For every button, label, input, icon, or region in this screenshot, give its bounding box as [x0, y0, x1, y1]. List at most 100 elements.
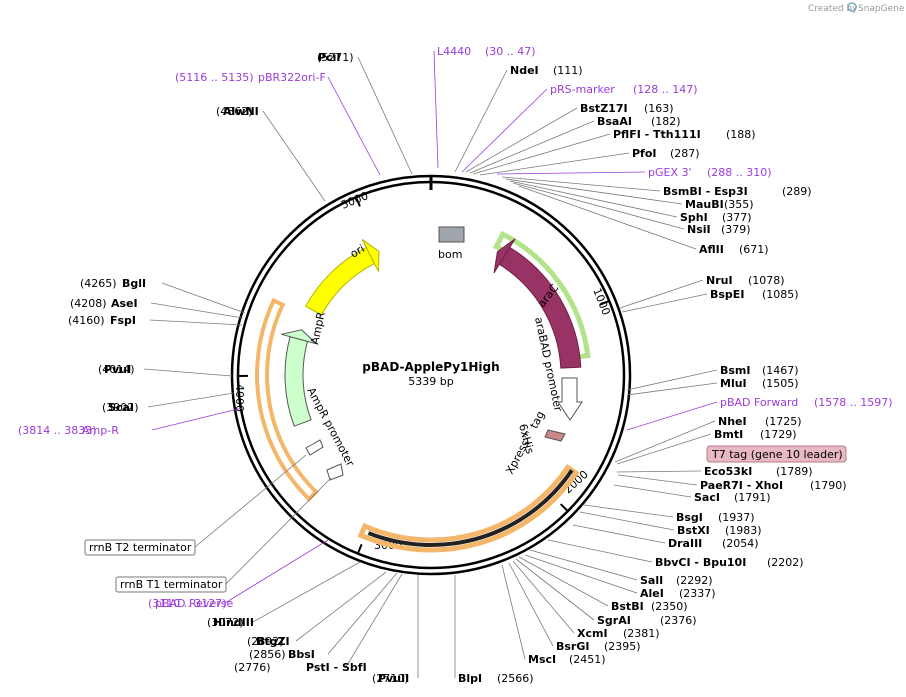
- arabad-promoter-arrow[interactable]: [557, 377, 583, 421]
- enzyme-bgli[interactable]: BglI: [122, 277, 146, 290]
- tick-mark-5000: [355, 196, 361, 207]
- enzyme-pfoi[interactable]: PfoI: [632, 147, 657, 160]
- feature-label-ori: ori: [348, 242, 367, 260]
- boxed-label-rrnb-t2[interactable]: rrnB T2 terminator: [84, 539, 196, 556]
- site-position-label: (2856): [249, 648, 286, 661]
- primer-amp-r[interactable]: Amp-R: [82, 424, 119, 437]
- enzyme-hindiii[interactable]: HindIII: [213, 616, 254, 629]
- leader-fspi: [149, 319, 243, 326]
- enzyme-eco53ki[interactable]: Eco53kI: [704, 465, 752, 478]
- enzyme-asei[interactable]: AseI: [111, 297, 138, 310]
- ampr-promoter-arrow[interactable]: [305, 439, 324, 456]
- enzyme-paer7i-xhoi[interactable]: PaeR7I - XhoI: [700, 479, 783, 492]
- enzyme-psti-sbfi[interactable]: PstI - SbfI: [306, 661, 367, 674]
- site-position-label: (4208): [70, 297, 107, 310]
- bom-box[interactable]: [438, 226, 465, 243]
- primer-pgex-3-[interactable]: pGEX 3': [648, 166, 692, 179]
- tick-mark-2000: [560, 503, 569, 512]
- leader-btgzi: [295, 571, 387, 642]
- enzyme-scai[interactable]: ScaI: [108, 401, 134, 414]
- enzyme-xcmi[interactable]: XcmI: [577, 627, 608, 640]
- enzyme-pcii[interactable]: PciI: [318, 51, 340, 64]
- site-position-label: (287): [670, 147, 700, 160]
- enzyme-bsmi[interactable]: BsmI: [720, 364, 751, 377]
- site-position-label: (1085): [762, 288, 799, 301]
- primer-prs-marker[interactable]: pRS-marker: [550, 83, 615, 96]
- leader-bgli: [161, 282, 246, 314]
- enzyme-saci[interactable]: SacI: [694, 491, 720, 504]
- tick-label-1000: 1000: [590, 286, 613, 317]
- enzyme-ndei[interactable]: NdeI: [510, 64, 539, 77]
- enzyme-bsgi[interactable]: BsgI: [676, 511, 703, 524]
- enzyme-draiii[interactable]: DraIII: [668, 537, 702, 550]
- leader-paer7i-xhoi: [617, 474, 698, 486]
- leader-msci: [501, 564, 526, 660]
- site-position-label: (1578 .. 1597): [814, 396, 893, 409]
- leader-alwni: [262, 110, 326, 202]
- site-position-label: (4160): [68, 314, 105, 327]
- enzyme-pvui[interactable]: PvuI: [104, 363, 131, 376]
- site-position-label: (182): [651, 115, 681, 128]
- enzyme-maubi[interactable]: MauBI: [685, 198, 724, 211]
- site-position-label: (671): [739, 243, 769, 256]
- leader-bsrgi: [508, 562, 554, 647]
- leader-sphi: [509, 180, 678, 218]
- enzyme-msci[interactable]: MscI: [528, 653, 556, 666]
- enzyme-btgzi[interactable]: BtgZI: [256, 635, 290, 648]
- site-position-label: (30 .. 47): [485, 45, 536, 58]
- leader-mlui: [626, 382, 718, 396]
- site-position-label: (2776): [234, 661, 271, 674]
- enzyme-bspei[interactable]: BspEI: [710, 288, 744, 301]
- created-by-text: Created by: [808, 4, 858, 14]
- enzyme-nhei[interactable]: NheI: [718, 415, 747, 428]
- enzyme-sali[interactable]: SalI: [640, 574, 663, 587]
- enzyme-sphi[interactable]: SphI: [680, 211, 708, 224]
- leader-alei: [524, 554, 638, 594]
- xpress-orange-arrow[interactable]: [367, 469, 574, 547]
- boxed-label-t7-tag[interactable]: T7 tag (gene 10 leader): [706, 445, 847, 463]
- rrnb-t1-marker[interactable]: [326, 463, 344, 481]
- svg-text:T7 tag (gene 10 leader): T7 tag (gene 10 leader): [711, 448, 843, 461]
- enzyme-sgrai[interactable]: SgrAI: [597, 614, 631, 627]
- primer-pbad-forward[interactable]: pBAD Forward: [720, 396, 798, 409]
- site-position-label: (3902): [102, 401, 139, 414]
- ampr-arrow[interactable]: [284, 336, 312, 427]
- enzyme-bsrgi[interactable]: BsrGI: [556, 640, 589, 653]
- site-position-label: (379): [721, 223, 751, 236]
- enzyme-alwni[interactable]: AlwNI: [223, 105, 259, 118]
- enzyme-alei[interactable]: AleI: [640, 587, 664, 600]
- ori-arrow[interactable]: [304, 246, 376, 316]
- leader-nrui: [619, 279, 704, 309]
- primer-l4440[interactable]: L4440: [437, 45, 471, 58]
- site-position-label: (188): [726, 128, 756, 141]
- leader-scai: [147, 392, 235, 408]
- enzyme-pflfi-tth111i[interactable]: PflFI - Tth111I: [613, 128, 701, 141]
- enzyme-bsaai[interactable]: BsaAI: [597, 115, 632, 128]
- enzyme-nrui[interactable]: NruI: [706, 274, 733, 287]
- enzyme-bbvci-bpu10i[interactable]: BbvCI - Bpu10I: [655, 556, 746, 569]
- svg-text:rrnB T2 terminator: rrnB T2 terminator: [89, 541, 192, 554]
- enzyme-bmti[interactable]: BmtI: [714, 428, 743, 441]
- enzyme-bbsi[interactable]: BbsI: [288, 648, 315, 661]
- enzyme-fspi[interactable]: FspI: [110, 314, 136, 327]
- feature-label-xpress-tag: Xpress™ tag: [503, 409, 547, 477]
- enzyme-nsii[interactable]: NsiI: [687, 223, 711, 236]
- 6xhis-marker[interactable]: [544, 429, 566, 442]
- enzyme-bstxi[interactable]: BstXI: [677, 524, 710, 537]
- boxed-label-rrnb-t1[interactable]: rrnB T1 terminator: [115, 576, 227, 593]
- site-position-label: (5116 .. 5135): [175, 71, 254, 84]
- primer-pbad-reverse[interactable]: pBAD Reverse: [155, 597, 233, 610]
- site-position-label: (1729): [760, 428, 797, 441]
- enzyme-bstz17i[interactable]: BstZ17I: [580, 102, 628, 115]
- enzyme-bsmbi-esp3i[interactable]: BsmBI - Esp3I: [663, 185, 748, 198]
- enzyme-mlui[interactable]: MluI: [720, 377, 747, 390]
- leader-bsmi: [626, 369, 718, 391]
- enzyme-blpi[interactable]: BlpI: [458, 672, 482, 685]
- enzyme-aflii[interactable]: AflII: [699, 243, 724, 256]
- enzyme-bstbi[interactable]: BstBI: [611, 600, 644, 613]
- enzyme-pvuii[interactable]: PvuII: [378, 672, 409, 685]
- leader-bsgi: [583, 504, 674, 518]
- site-position-label: (2892): [247, 635, 284, 648]
- snapgene-logo-icon: [847, 2, 857, 12]
- primer-pbr322ori-f[interactable]: pBR322ori-F: [258, 71, 326, 84]
